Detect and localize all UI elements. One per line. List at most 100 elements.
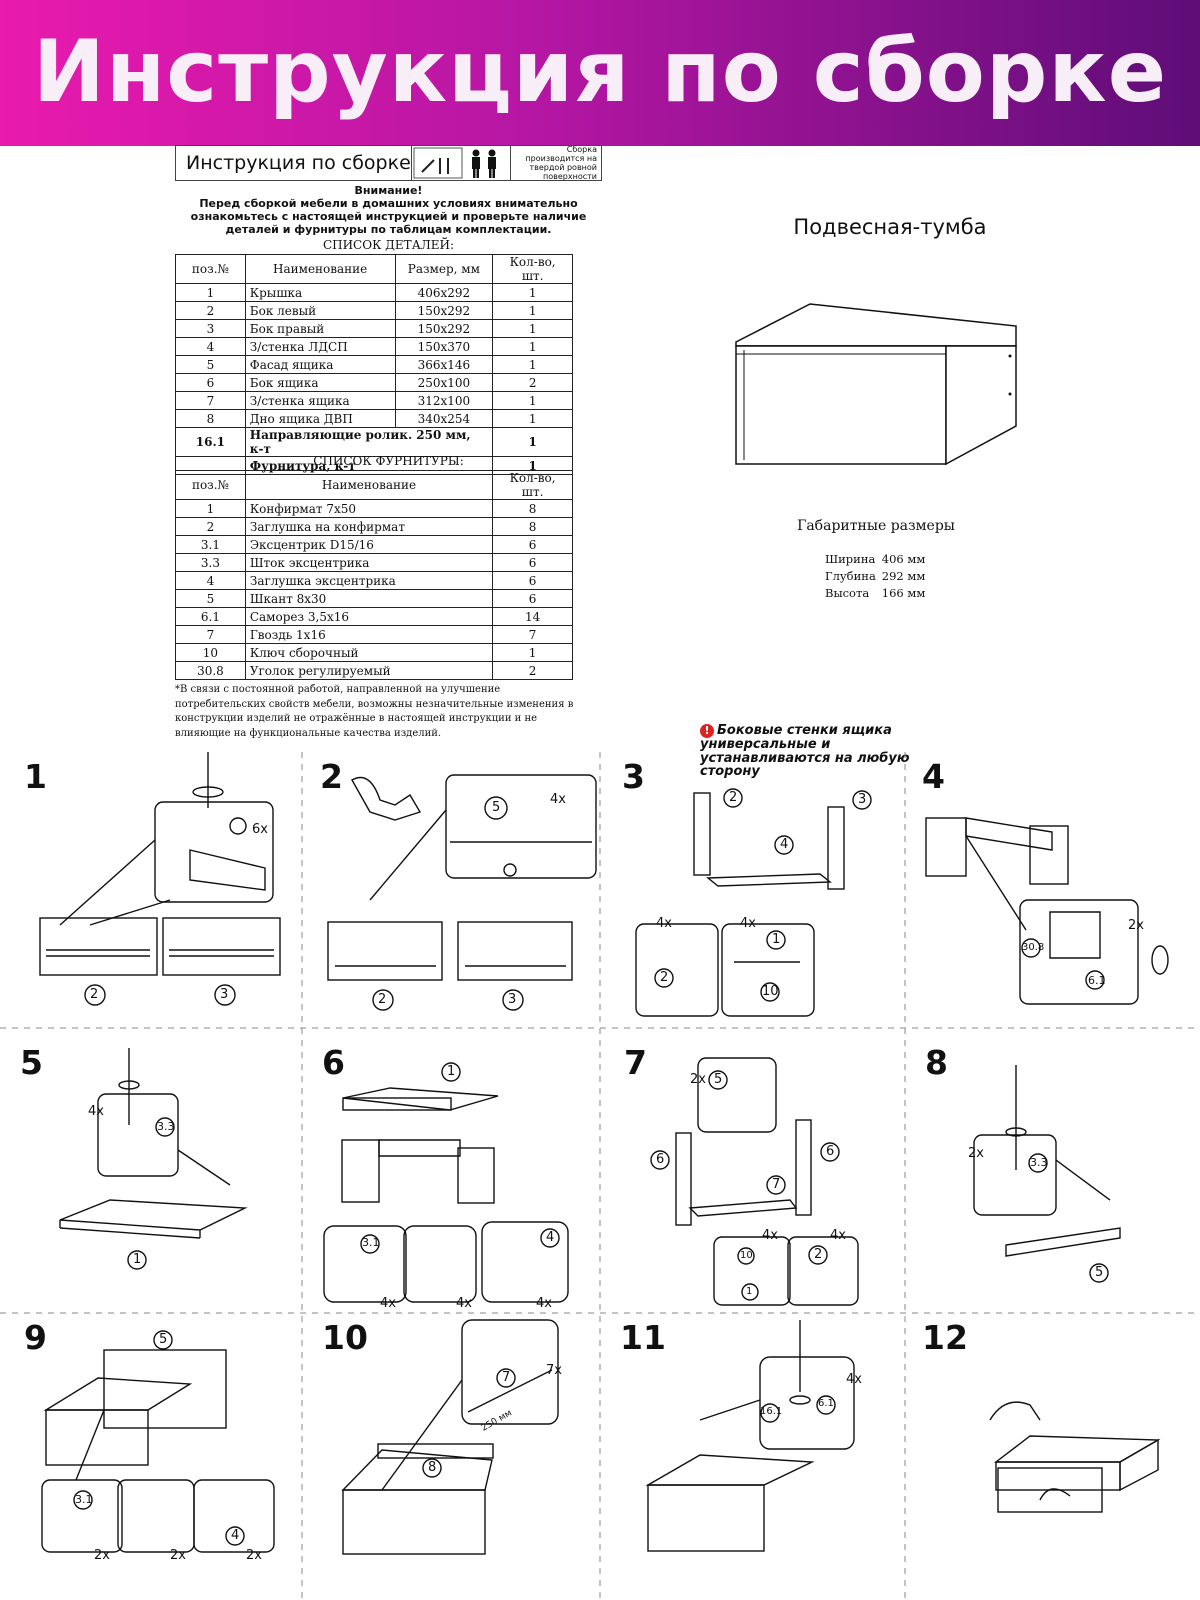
doc-header-title: Инструкция по сборке [186, 152, 411, 174]
callout-label: 4x [88, 1104, 104, 1119]
cell-qty: 1 [492, 283, 573, 302]
callout-label: 2 [729, 790, 738, 805]
callout-label: 1 [133, 1252, 142, 1267]
fittings-header: поз.№ [175, 470, 246, 500]
callout-label: 7x [546, 1363, 562, 1378]
callout-label: 3 [858, 792, 867, 807]
banner-title: Инструкция по сборке [32, 22, 1168, 122]
callout-label: 3.3 [157, 1120, 175, 1133]
cell-size: 312х100 [394, 391, 494, 410]
callout-label: 4x [830, 1228, 846, 1243]
cell-qty: 1 [492, 355, 573, 374]
parts-header: Наименование [244, 254, 396, 284]
dims-label: Глубина [825, 569, 876, 583]
callout-label: 16.1 [760, 1406, 783, 1417]
cell-name: Заглушка на конфирмат [244, 517, 494, 536]
callout-label: 4x [550, 792, 566, 807]
callout-label: 2x [690, 1072, 706, 1087]
step-number: 3 [622, 757, 645, 796]
callout-label: 10 [740, 1250, 753, 1261]
cell-pos: 3.3 [175, 553, 246, 572]
cell-size: 340х254 [394, 409, 494, 428]
callout-label: 2x [246, 1548, 262, 1563]
cell-size: 366х146 [394, 355, 494, 374]
dims-label: Ширина [825, 552, 876, 566]
product-title: Подвесная-тумба [793, 215, 987, 239]
cell-pos: 1 [175, 499, 246, 518]
dims-value: 292 мм [881, 569, 926, 583]
cell-pos: 3.1 [175, 535, 246, 554]
step-number: 10 [322, 1318, 368, 1357]
parts-title: СПИСОК ДЕТАЛЕЙ: [322, 238, 455, 252]
step-number: 5 [20, 1043, 43, 1082]
dims-title: Габаритные размеры [797, 518, 955, 534]
callout-label: 1 [746, 1286, 753, 1297]
cell-name: Конфирмат 7х50 [244, 499, 494, 518]
attention-heading: Внимание! [354, 184, 423, 197]
cell-pos: 16.1 [175, 427, 246, 457]
callout-label: 3.1 [75, 1493, 93, 1506]
callout-label: 2x [968, 1146, 984, 1161]
step-number: 9 [24, 1318, 47, 1357]
cell-qty: 6 [492, 553, 573, 572]
cell-qty: 14 [492, 607, 573, 626]
step-number: 1 [24, 757, 47, 796]
fittings-header: Кол-во, шт. [492, 470, 573, 500]
callout-label: 4x [762, 1228, 778, 1243]
cell-name: Гвоздь 1х16 [244, 625, 494, 644]
cell-qty: 6 [492, 571, 573, 590]
cell-size: 250х100 [394, 373, 494, 392]
callout-label: 3 [220, 987, 229, 1002]
step-number: 7 [624, 1043, 647, 1082]
cell-name: Ключ сборочный [244, 643, 494, 662]
footnote: *В связи с постоянной работой, направлен… [175, 684, 574, 739]
parts-header: поз.№ [175, 254, 246, 284]
cell-pos: 5 [175, 589, 246, 608]
doc-header: Инструкция по сборке Сборка производится… [175, 145, 602, 181]
cell-qty: 8 [492, 517, 573, 536]
dims-value: 166 мм [881, 586, 926, 600]
callout-label: 3.1 [362, 1236, 380, 1249]
callout-label: 4x [846, 1372, 862, 1387]
attention-block: Внимание! Перед сборкой мебели в домашни… [175, 184, 602, 236]
cell-pos: 8 [175, 409, 246, 428]
step-number: 12 [922, 1318, 968, 1357]
cell-qty: 7 [492, 625, 573, 644]
cell-size: 150х292 [394, 319, 494, 338]
cabinet-drawing [735, 303, 1017, 466]
cell-pos: 4 [175, 571, 246, 590]
cell-qty: 1 [492, 409, 573, 428]
cell-name: З/стенка ящика [244, 391, 396, 410]
cell-name: Заглушка эксцентрика [244, 571, 494, 590]
fittings-title: СПИСОК ФУРНИТУРЫ: [313, 454, 464, 468]
callout-label: 2 [378, 992, 387, 1007]
callout-label: 3.3 [1030, 1156, 1048, 1169]
callout-label: 30.8 [1022, 942, 1045, 953]
cell-name: Дно ящика ДВП [244, 409, 396, 428]
fittings-header: Наименование [244, 470, 494, 500]
callout-label: 10 [762, 984, 779, 999]
cell-qty: 1 [492, 301, 573, 320]
cell-qty: 1 [492, 643, 573, 662]
callout-label: 6 [656, 1152, 665, 1167]
cell-qty: 1 [492, 427, 573, 457]
parts-table: поз.№ Наименование Размер, мм Кол-во, шт… [175, 254, 573, 475]
cell-pos: 30.8 [175, 661, 246, 680]
warning-text: Боковые стенки ящика универсальные и уст… [700, 723, 910, 779]
callout-label: 4x [740, 916, 756, 931]
cell-name: Направляющие ролик. 250 мм, к-т [244, 427, 494, 457]
